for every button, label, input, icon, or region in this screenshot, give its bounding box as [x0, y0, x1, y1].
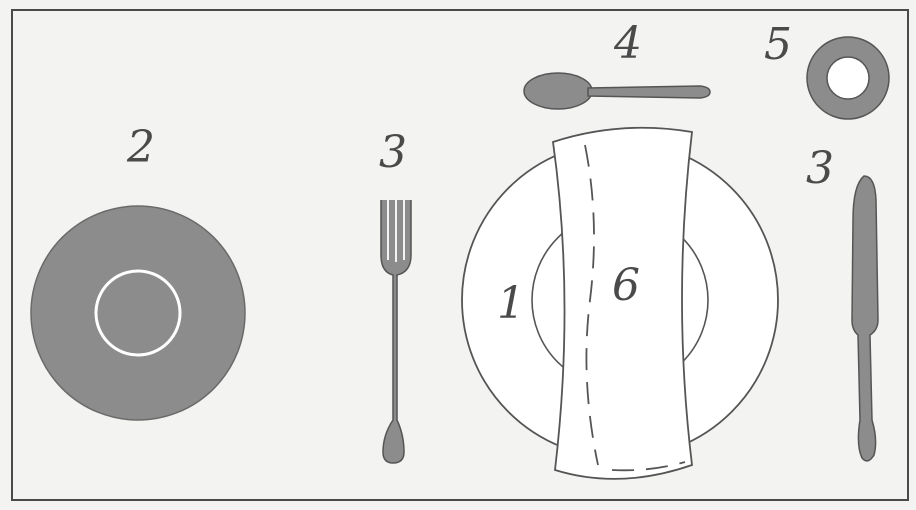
label-fork: 3 — [379, 127, 407, 178]
napkin — [552, 126, 693, 480]
label-bread-plate: 2 — [126, 122, 155, 173]
fork — [380, 200, 412, 464]
label-ring: 5 — [764, 19, 792, 70]
spoon — [523, 72, 711, 110]
napkin-ring — [806, 36, 890, 120]
label-napkin: 6 — [612, 260, 640, 311]
label-knife: 3 — [806, 143, 834, 194]
diagram-frame — [11, 9, 909, 501]
bread-plate — [30, 205, 246, 421]
label-spoon: 4 — [613, 18, 642, 69]
knife — [851, 175, 879, 462]
label-plate: 1 — [497, 278, 525, 329]
